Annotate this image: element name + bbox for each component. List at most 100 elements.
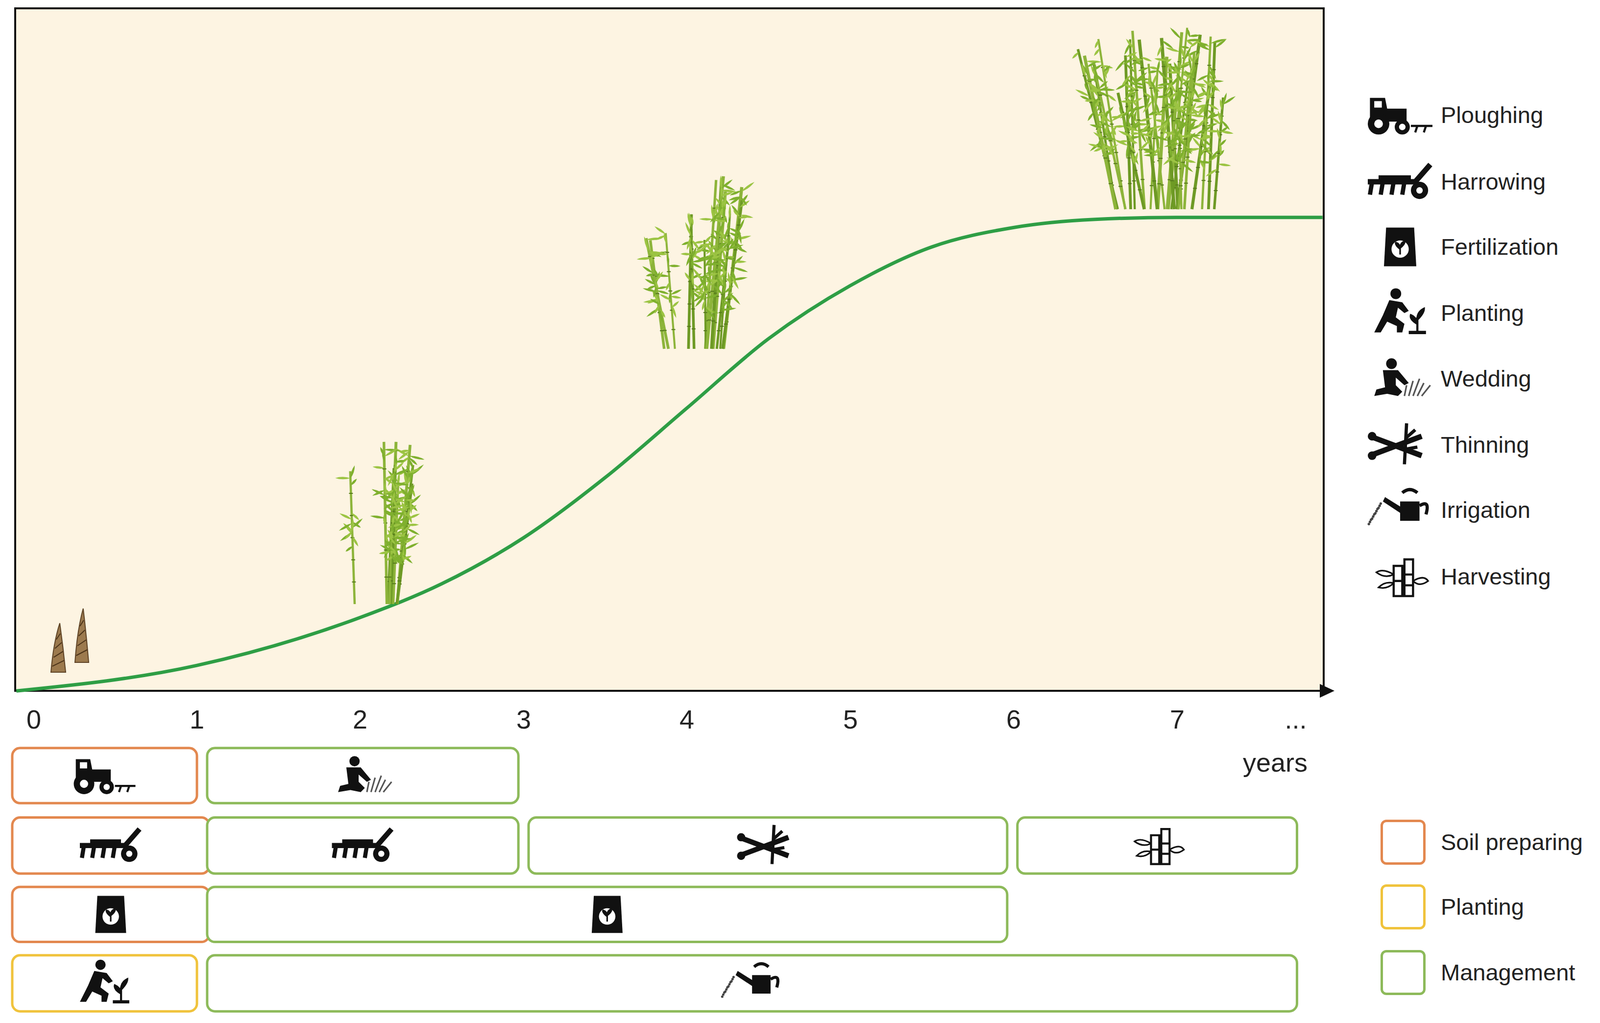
drawing-part [644, 277, 657, 287]
drawing-part [1181, 70, 1190, 79]
drawing-part [691, 308, 696, 310]
drawing-part [1195, 167, 1200, 169]
drawing-part [1155, 85, 1165, 90]
drawing-part [1419, 503, 1428, 515]
legend-weed-icon [1374, 358, 1431, 396]
drawing-part [1183, 138, 1188, 140]
drawing-part [1367, 164, 1431, 182]
drawing-part [1133, 151, 1140, 166]
drawing-part [1168, 146, 1173, 158]
drawing-part [1399, 123, 1406, 131]
drawing-part [1171, 126, 1183, 142]
drawing-part [603, 909, 612, 922]
drawing-part [1117, 129, 1134, 139]
drawing-part [406, 523, 420, 527]
drawing-part [1369, 181, 1405, 195]
harvest-icon [1134, 828, 1185, 864]
drawing-part [1177, 144, 1182, 146]
legend-tractor-icon [1367, 97, 1433, 135]
drawing-part [1156, 95, 1169, 98]
drawing-part [1202, 134, 1213, 138]
drawing-part [1377, 506, 1380, 510]
drawing-part [736, 833, 746, 842]
drawing-part [1175, 118, 1190, 128]
drawing-part [1416, 187, 1423, 194]
drawing-part [1114, 151, 1118, 153]
drawing-part [727, 195, 741, 202]
drawing-part [641, 265, 655, 275]
timeline-bar [12, 955, 197, 1012]
drawing-part [393, 471, 396, 486]
drawing-part [1125, 124, 1140, 133]
drawing-part [732, 266, 749, 274]
drawing-part [1142, 91, 1154, 100]
legend-swatch [1380, 884, 1426, 930]
drawing-part [1130, 150, 1140, 166]
drawing-part [407, 466, 422, 475]
drawing-part [1191, 80, 1207, 89]
drawing-part [1186, 118, 1198, 122]
drawing-part [384, 576, 389, 578]
drawing-part [400, 464, 409, 479]
drawing-part [721, 266, 727, 276]
drawing-part [1393, 559, 1414, 597]
drawing-part [720, 191, 734, 197]
drawing-part [382, 468, 387, 470]
axis-tick-label: 0 [26, 704, 42, 734]
drawing-part [719, 257, 728, 268]
drawing-part [1404, 378, 1431, 396]
drawing-part [56, 633, 61, 640]
drawing-part [393, 481, 410, 486]
drawing-part [1185, 38, 1195, 47]
drawing-part [1192, 50, 1202, 63]
drawing-part [400, 501, 407, 511]
drawing-part [716, 330, 721, 332]
drawing-part [1151, 93, 1155, 105]
drawing-part [666, 254, 670, 265]
legend-label: Wedding [1440, 365, 1532, 392]
drawing-part [733, 249, 738, 251]
drawing-part [1157, 183, 1162, 185]
drawing-part [1367, 432, 1377, 441]
axis-tick-label: 4 [679, 704, 695, 734]
drawing-part [338, 522, 353, 533]
drawing-part [50, 623, 66, 673]
legend-label: Planting [1440, 894, 1525, 920]
drawing-part [1108, 183, 1113, 185]
drawing-part [701, 299, 707, 311]
drawing-part [1128, 138, 1139, 145]
drawing-part [720, 178, 734, 190]
drawing-part [770, 977, 778, 988]
legend-bag-icon [1383, 227, 1417, 267]
drawing-part [351, 535, 360, 548]
harrow-icon [332, 828, 392, 862]
drawing-part [1095, 102, 1103, 112]
drawing-part [1077, 48, 1118, 210]
drawing-part [1179, 160, 1195, 173]
drawing-part [1378, 175, 1411, 181]
drawing-part [402, 554, 413, 561]
legend-label: Irrigation [1440, 497, 1531, 523]
drawing-part [1144, 135, 1152, 146]
drawing-part [730, 979, 733, 983]
drawing-part [665, 251, 670, 253]
drawing-part [1143, 153, 1159, 157]
drawing-part [1080, 62, 1088, 78]
drawing-part [408, 458, 415, 470]
drawing-part [1126, 88, 1136, 93]
drawing-part [655, 292, 660, 294]
growth-curve [16, 217, 1323, 692]
drawing-part [727, 237, 739, 252]
drawing-part [378, 550, 391, 556]
bag-icon [591, 896, 623, 934]
drawing-part [1099, 137, 1116, 141]
drawing-part [1155, 87, 1159, 99]
drawing-part [656, 289, 670, 295]
drawing-part [591, 896, 623, 934]
drawing-part [1126, 107, 1137, 114]
chart-ground [15, 8, 1324, 691]
drawing-part [1175, 136, 1189, 148]
drawing-part [1180, 45, 1190, 50]
drawing-part [1198, 157, 1207, 171]
drawing-part [1097, 90, 1109, 97]
